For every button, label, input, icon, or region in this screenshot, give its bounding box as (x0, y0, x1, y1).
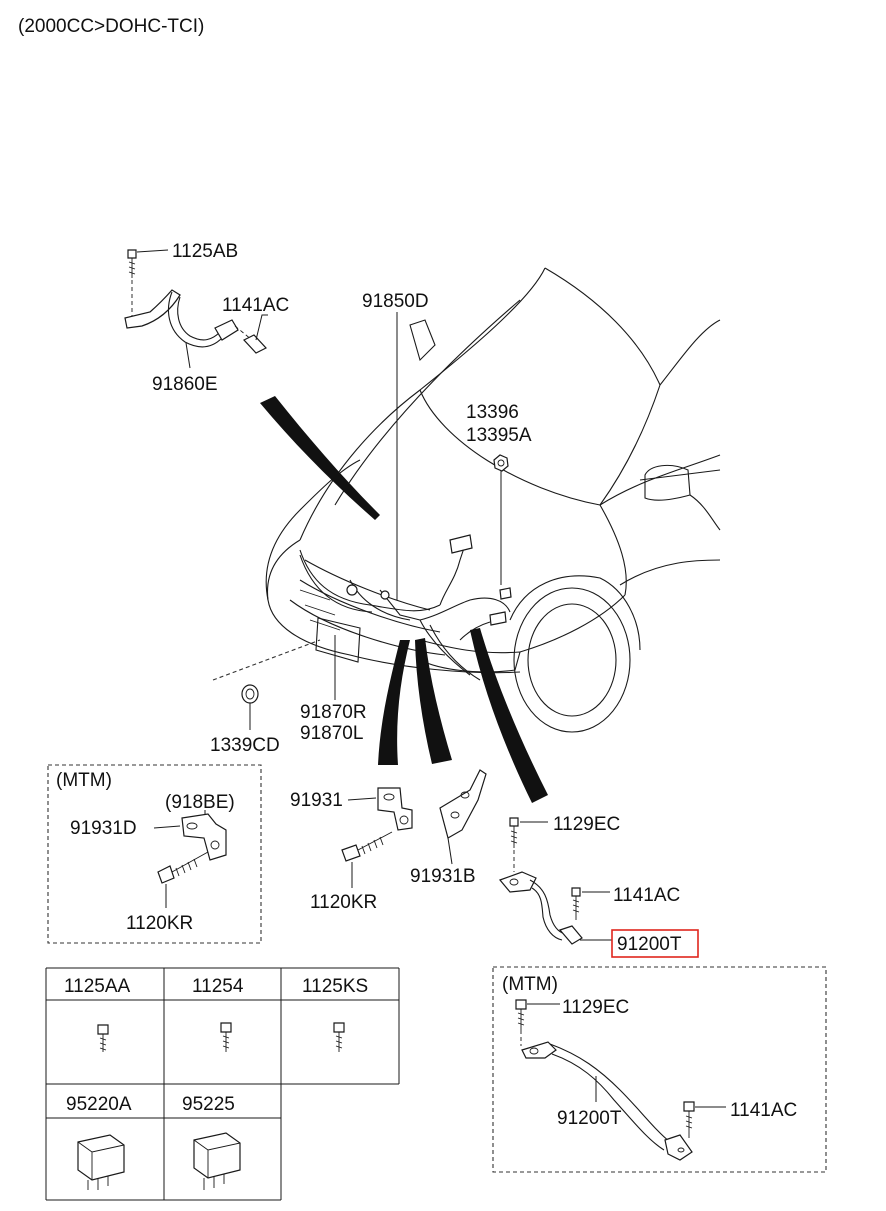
bracket-91931 (341, 787, 413, 888)
label-91850D: 91850D (362, 291, 429, 312)
table-cell-95220A: 95220A (66, 1094, 132, 1115)
label-91870L: 91870L (300, 723, 363, 744)
label-91870R: 91870R (300, 702, 367, 723)
label-91200T-highlighted[interactable]: 91200T (617, 934, 682, 955)
parts-table (45, 967, 400, 1201)
bolt-icon-1125KS (333, 1022, 345, 1052)
label-91931D: 91931D (70, 818, 137, 839)
label-91931: 91931 (290, 790, 343, 811)
label-1141AC-mtm: 1141AC (730, 1100, 797, 1121)
label-1129EC-mid: 1129EC (553, 814, 620, 835)
label-1120KR-mid: 1120KR (310, 892, 377, 913)
label-1141AC-top: 1141AC (222, 295, 289, 316)
battery-cable-91860E (124, 249, 268, 369)
label-91860E: 91860E (152, 374, 218, 395)
label-13395A: 13395A (466, 425, 532, 446)
table-cell-1125KS: 1125KS (302, 976, 368, 997)
bolt-icon-1125AA (97, 1024, 109, 1052)
ground-cable-91200T (498, 817, 612, 945)
label-1129EC-mtm: 1129EC (562, 997, 629, 1018)
relay-icon-95220A (77, 1134, 125, 1190)
label-91200T-mtm: 91200T (557, 1108, 622, 1129)
mtm-right-title: (MTM) (502, 974, 558, 995)
table-cell-11254: 11254 (192, 976, 244, 997)
label-918BE: (918BE) (165, 792, 235, 813)
bracket-91931D (153, 810, 227, 908)
relay-icon-95225 (193, 1132, 241, 1190)
mtm-left-box (47, 764, 262, 944)
highlight-box-91200T[interactable] (611, 929, 699, 958)
bracket-91931B (439, 769, 487, 865)
label-1125AB: 1125AB (172, 241, 238, 262)
engine-spec-header: (2000CC>DOHC-TCI) (18, 16, 204, 37)
mtm-left-title: (MTM) (56, 770, 112, 791)
nut-13396 (493, 454, 509, 585)
table-cell-1125AA: 1125AA (64, 976, 131, 997)
table-cell-95225: 95225 (182, 1094, 235, 1115)
label-1120KR-mtm: 1120KR (126, 913, 193, 934)
label-1141AC-mid: 1141AC (613, 885, 680, 906)
mtm-right-box (492, 966, 827, 1173)
car-body-illustration (265, 267, 721, 733)
bolt-icon-11254 (220, 1022, 232, 1052)
ground-cable-mtm (515, 999, 726, 1161)
label-13396: 13396 (466, 402, 519, 423)
harness-pointer-arrows (260, 396, 548, 803)
label-1339CD: 1339CD (210, 735, 280, 756)
engine-wiring-harness (299, 534, 512, 681)
grommet-1339CD (212, 639, 321, 730)
label-91931B: 91931B (410, 866, 476, 887)
